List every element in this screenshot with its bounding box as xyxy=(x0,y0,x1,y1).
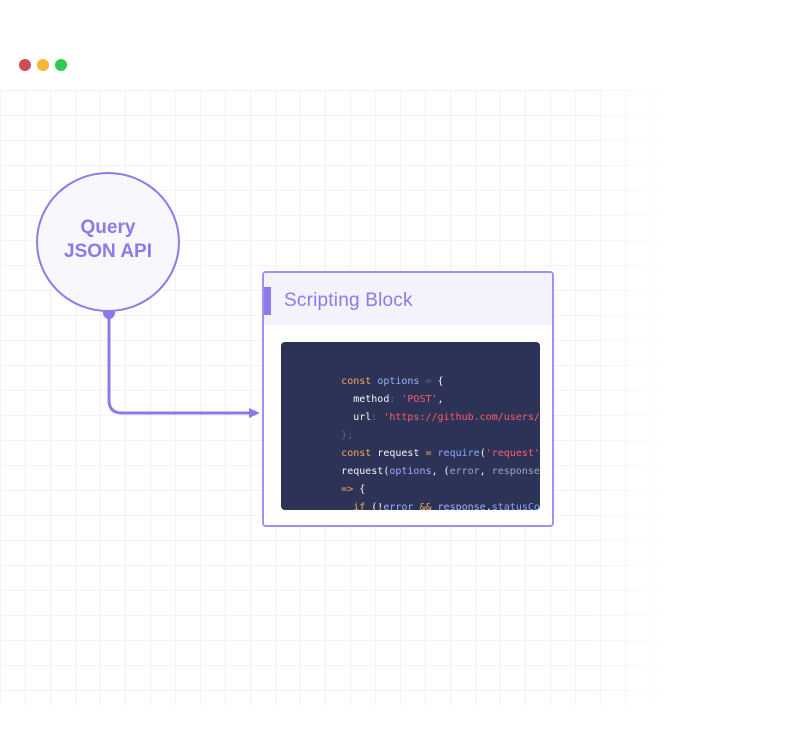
code-token: . xyxy=(485,502,492,510)
code-editor[interactable]: const options = { method: 'POST', url: '… xyxy=(281,342,540,510)
code-token: = xyxy=(425,448,432,459)
code-token: { xyxy=(437,376,444,387)
close-window-control[interactable] xyxy=(19,59,31,71)
code-token: error xyxy=(449,466,480,477)
code-token: require xyxy=(437,448,480,459)
code-token: , ( xyxy=(431,466,450,477)
code-token: error xyxy=(383,502,414,510)
code-line: => { xyxy=(293,463,365,495)
code-token: 'request' xyxy=(485,448,540,459)
code-token: : xyxy=(371,412,384,423)
window-title-bar xyxy=(0,42,670,90)
scripting-block-title: Scripting Block xyxy=(284,290,413,311)
code-token: = xyxy=(419,376,438,387)
code-token: request xyxy=(371,448,426,459)
code-token: const xyxy=(341,448,372,459)
code-token: && xyxy=(413,502,438,510)
code-line: }; xyxy=(293,409,353,441)
code-token: url xyxy=(341,412,372,423)
code-token: method xyxy=(341,394,390,405)
maximize-window-control[interactable] xyxy=(55,59,67,71)
code-token: options xyxy=(389,466,432,477)
node-accent-bar xyxy=(264,287,271,315)
code-token: 'https://github.com/users/octocat' xyxy=(383,412,540,423)
query-node-label: Query JSON API xyxy=(64,217,152,262)
code-token: options xyxy=(377,376,420,387)
code-line: if (!error && response.statusCode == xyxy=(293,481,540,510)
code-token: , xyxy=(437,394,444,405)
connection-path[interactable] xyxy=(107,311,251,415)
scripting-block-header: Scripting Block xyxy=(264,273,552,325)
code-token: 'POST' xyxy=(401,394,438,405)
code-token: const xyxy=(341,376,372,387)
code-token: (! xyxy=(365,502,384,510)
code-token: , xyxy=(479,466,492,477)
scripting-block-node[interactable]: Scripting Block const options = { method… xyxy=(262,271,554,527)
code-token: response xyxy=(437,502,486,510)
code-line: url: 'https://github.com/users/octocat' xyxy=(293,391,540,423)
code-line: method: 'POST', xyxy=(293,373,443,405)
code-token: if xyxy=(341,502,366,510)
code-token: response xyxy=(491,466,540,477)
query-json-api-node[interactable]: Query JSON API xyxy=(36,172,180,312)
code-token: => xyxy=(341,484,354,495)
minimize-window-control[interactable] xyxy=(37,59,49,71)
code-token: ( xyxy=(479,448,486,459)
code-token: statusCode xyxy=(491,502,540,510)
code-line: const options = { xyxy=(293,355,443,387)
code-line: request(options, (error, response, body) xyxy=(293,445,540,477)
code-token: request( xyxy=(341,466,390,477)
code-token: { xyxy=(353,484,366,495)
code-token: }; xyxy=(341,430,354,441)
code-line: const request = require('request'); xyxy=(293,427,540,459)
code-token: : xyxy=(389,394,402,405)
